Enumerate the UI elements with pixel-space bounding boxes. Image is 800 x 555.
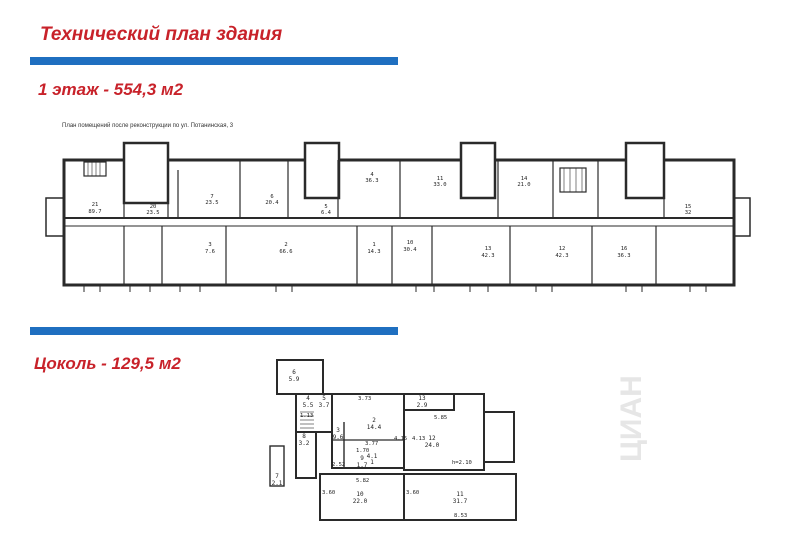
room-area: 66.6 bbox=[279, 249, 292, 255]
room-area: 7.6 bbox=[205, 249, 215, 255]
room-area: 9.6 bbox=[333, 434, 344, 441]
dimension: 3.73 bbox=[358, 396, 371, 402]
room-number: 4 bbox=[370, 172, 374, 178]
room-number: 7 bbox=[210, 194, 213, 200]
room-number: 11 bbox=[437, 176, 444, 182]
room-number: 11 bbox=[456, 491, 464, 498]
room-number: 8 bbox=[302, 433, 306, 440]
dimension: 5.85 bbox=[434, 415, 447, 421]
room-area: 1.7 bbox=[357, 462, 368, 469]
room-area: 20.4 bbox=[265, 200, 279, 206]
room-area: 32 bbox=[685, 210, 692, 216]
room-number: 2 bbox=[372, 417, 376, 424]
room-number: 3 bbox=[208, 242, 211, 248]
room-area: 24.0 bbox=[425, 442, 440, 449]
dimension: 3.60 bbox=[406, 490, 419, 496]
room-number: 4 bbox=[306, 395, 310, 402]
room-area: 23.5 bbox=[205, 200, 218, 206]
room-area: 42.3 bbox=[481, 253, 494, 259]
room-number: 6 bbox=[292, 369, 296, 376]
dimension: 8.53 bbox=[454, 513, 467, 519]
dimension: 4.15 bbox=[394, 436, 407, 442]
room-area: 42.3 bbox=[555, 253, 568, 259]
basement-label: Цоколь - 129,5 м2 bbox=[34, 354, 181, 373]
room-number: 13 bbox=[485, 246, 492, 252]
room-number: 12 bbox=[428, 435, 436, 442]
room-number: 14 bbox=[521, 176, 528, 182]
room-number: 13 bbox=[418, 395, 426, 402]
room-area: 21.0 bbox=[517, 182, 530, 188]
dimension: 3.77 bbox=[365, 441, 378, 447]
floor1-caption: План помещений после реконструкции по ул… bbox=[62, 123, 234, 129]
room-number: 9 bbox=[360, 455, 364, 462]
dimension: 5.82 bbox=[356, 478, 369, 484]
section-divider bbox=[30, 327, 398, 335]
room-area: 6.4 bbox=[321, 210, 332, 216]
room-area: 5.5 bbox=[303, 402, 314, 409]
room-area: 14.4 bbox=[367, 424, 382, 431]
room-area: 5.9 bbox=[289, 376, 300, 383]
room-number: 5 bbox=[324, 204, 327, 210]
room-area: 31.7 bbox=[453, 498, 468, 505]
dimension: 1.70 bbox=[356, 448, 369, 454]
room-area: 3.2 bbox=[299, 440, 310, 447]
room-number: 2 bbox=[284, 242, 287, 248]
room-number: 12 bbox=[559, 246, 566, 252]
room-area: 36.3 bbox=[365, 178, 378, 184]
room-number: 3 bbox=[336, 427, 340, 434]
floor1-label: 1 этаж - 554,3 м2 bbox=[38, 80, 184, 99]
room-area: 2.1 bbox=[272, 480, 283, 487]
room-area: 4.1 bbox=[367, 453, 378, 460]
room-number: 21 bbox=[92, 202, 99, 208]
dimension: h=2.10 bbox=[452, 460, 472, 466]
room-number: 16 bbox=[621, 246, 628, 252]
dimension: 1.13 bbox=[300, 413, 313, 419]
room-area: 22.0 bbox=[353, 498, 368, 505]
room-number: 5 bbox=[322, 395, 326, 402]
dimension: 2.52 bbox=[332, 462, 345, 468]
room-number: 10 bbox=[356, 491, 364, 498]
room-number: 15 bbox=[685, 204, 692, 210]
room-number: 10 bbox=[407, 240, 414, 246]
room-area: 3.7 bbox=[319, 402, 330, 409]
room-area: 36.3 bbox=[617, 253, 630, 259]
room-number: 1 bbox=[372, 242, 375, 248]
dimension: 3.60 bbox=[322, 490, 335, 496]
room-number: 1 bbox=[370, 459, 374, 466]
room-area: 23.5 bbox=[146, 210, 159, 216]
room-area: 89.7 bbox=[88, 209, 101, 215]
room-area: 2.9 bbox=[417, 402, 428, 409]
room-number: 7 bbox=[275, 473, 279, 480]
room-number: 20 bbox=[150, 204, 157, 210]
room-area: 30.4 bbox=[403, 247, 417, 253]
dimension: 4.13 bbox=[412, 436, 425, 442]
room-number: 6 bbox=[270, 194, 273, 200]
room-area: 14.3 bbox=[367, 249, 380, 255]
page-title: Технический план здания bbox=[40, 24, 283, 45]
room-area: 33.0 bbox=[433, 182, 446, 188]
section-divider bbox=[30, 57, 398, 65]
